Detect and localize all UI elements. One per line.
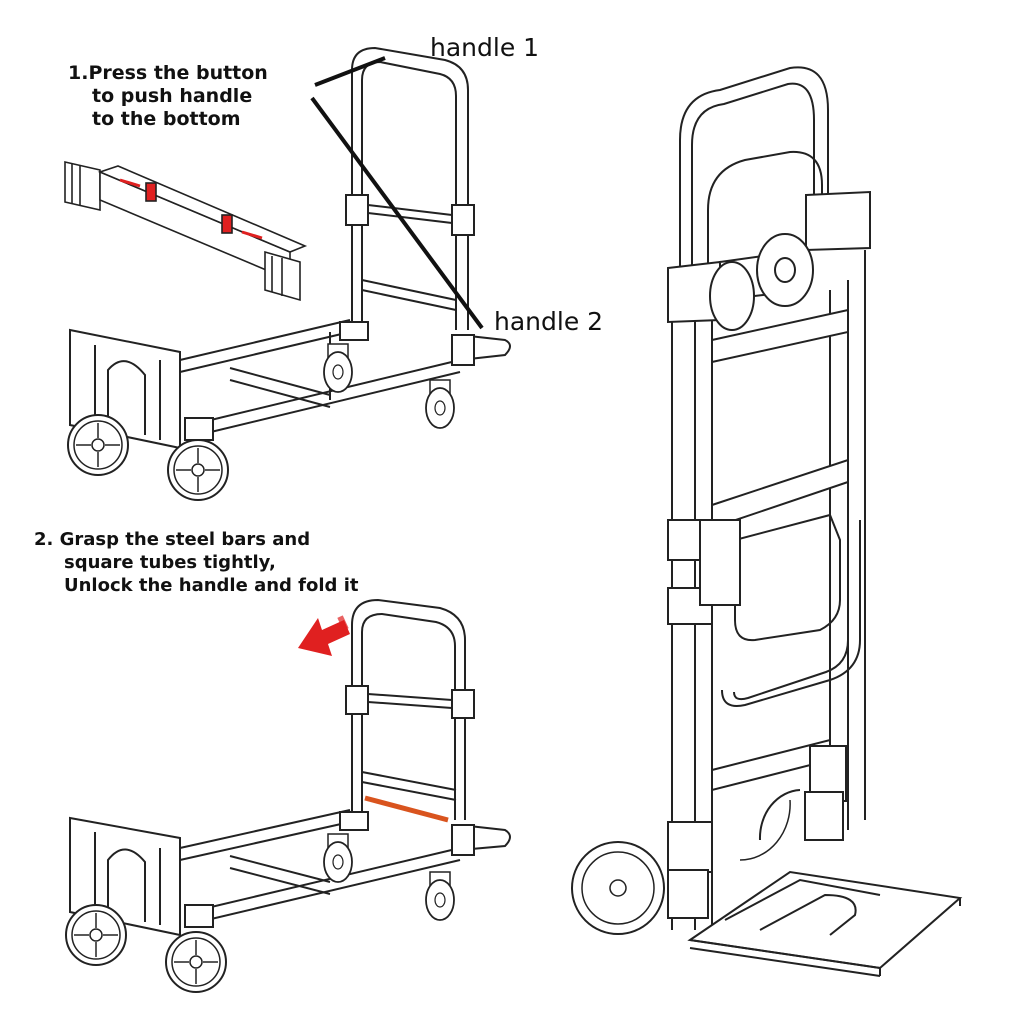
orange-steel-bar [364,795,449,823]
step-2-line-3: Unlock the handle and fold it [64,575,359,596]
button-detail-inset [64,160,308,302]
front-caster-right-2 [425,871,455,921]
step-2-line-1: 2. Grasp the steel bars and [34,529,311,550]
leader-line-handle-1 [314,56,386,87]
red-fold-direction-arrow-icon [298,615,350,656]
rear-wheel-right [167,439,229,501]
step-1-line-3: to the bottom [92,108,241,130]
rear-wheel-left [67,414,129,476]
step-1-line-2: to push handle [92,85,253,107]
step-1-instruction: 1.Press the button to push handle to the… [68,62,268,131]
handle-2-label: handle 2 [494,307,604,336]
hand-truck-wheel-left [571,841,665,935]
front-caster-right [425,379,455,429]
handle-1-label: handle 1 [430,33,540,62]
front-caster-left-2 [323,833,353,883]
hand-truck-upright [667,66,963,977]
front-caster-left [323,343,353,393]
step-2-line-2: square tubes tightly, [64,552,276,573]
leader-line-handle-2 [310,96,484,330]
hand-truck-wheel-right [739,789,801,861]
step-1-line-1: 1.Press the button [68,62,268,84]
rear-wheel-right-2 [165,931,227,993]
rear-wheel-left-2 [65,904,127,966]
step-2-instruction: 2. Grasp the steel bars and square tubes… [34,528,358,597]
